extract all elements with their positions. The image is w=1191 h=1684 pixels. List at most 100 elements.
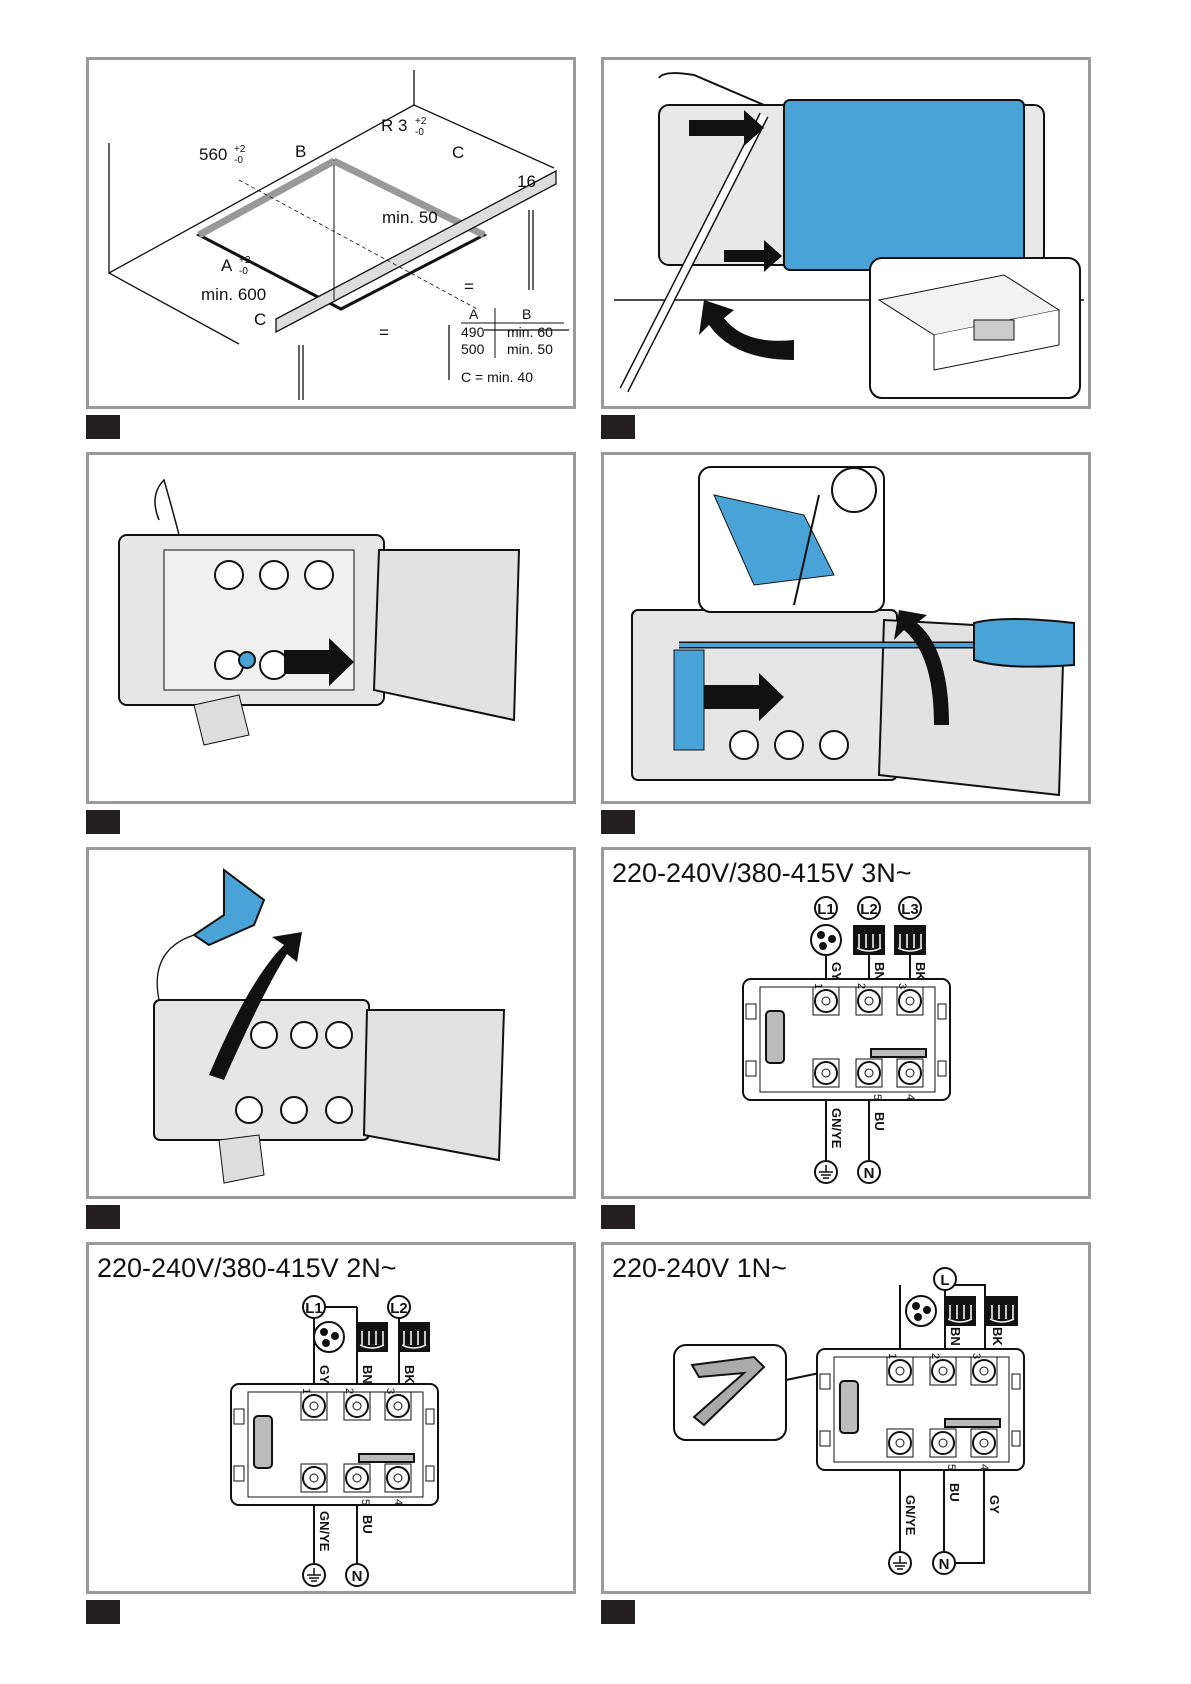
svg-text:+2: +2 — [239, 255, 251, 266]
phase-l3: L3 — [899, 897, 921, 919]
terminal-box-screw-figure — [86, 452, 576, 804]
svg-text:L3: L3 — [901, 901, 919, 918]
svg-text:L2: L2 — [390, 1300, 408, 1317]
phase-l2: L2 — [388, 1296, 410, 1318]
svg-text:1: 1 — [886, 1353, 898, 1359]
svg-text:BU: BU — [360, 1515, 375, 1534]
terminal-door — [374, 550, 519, 720]
blue-cover — [784, 100, 1024, 270]
heating-coil-icon — [986, 1296, 1018, 1326]
screw-icon — [239, 652, 255, 668]
phase-l: L — [934, 1268, 956, 1290]
terminal-block — [743, 979, 950, 1100]
figure-number-box — [601, 810, 635, 834]
svg-text:N: N — [939, 1556, 950, 1573]
screwdriver-release-figure — [601, 452, 1091, 804]
svg-text:L2: L2 — [860, 901, 878, 918]
svg-text:GY: GY — [317, 1365, 332, 1384]
svg-text:B: B — [295, 142, 306, 161]
svg-text:16: 16 — [517, 172, 536, 191]
svg-text:4: 4 — [392, 1499, 404, 1505]
svg-text:-0: -0 — [234, 155, 243, 166]
svg-text:min. 50: min. 50 — [507, 341, 553, 357]
cutout-dimensions-figure: 560 +2 -0 B R 3 +2 -0 C 16 min. 50 A +2 … — [86, 57, 576, 409]
fan-icon — [906, 1296, 936, 1326]
figure-number-box — [86, 1600, 120, 1624]
fan-icon — [314, 1322, 344, 1352]
fan-icon — [811, 925, 841, 955]
figure-number-box — [601, 1600, 635, 1624]
terminal-block — [817, 1349, 1024, 1470]
figure-number-box — [86, 1205, 120, 1229]
svg-text:N: N — [352, 1568, 363, 1585]
dimension-labels: 560 +2 -0 B R 3 +2 -0 C 16 min. 50 A +2 … — [199, 116, 536, 342]
svg-text:BN: BN — [872, 962, 887, 981]
wiring-3n-figure: 220-240V/380-415V 3N~ L1 L2 L3 GY BN BK … — [601, 847, 1091, 1199]
svg-text:GN/YE: GN/YE — [317, 1511, 332, 1552]
svg-text:GN/YE: GN/YE — [903, 1495, 918, 1536]
heating-coil-icon — [356, 1322, 388, 1352]
svg-text:3: 3 — [896, 983, 908, 989]
svg-text:BU: BU — [872, 1112, 887, 1131]
svg-text:min. 600: min. 600 — [201, 285, 266, 304]
svg-text:2: 2 — [855, 983, 867, 989]
svg-text:L1: L1 — [305, 1300, 323, 1317]
wiring-title: 220-240V/380-415V 2N~ — [97, 1253, 396, 1283]
svg-text:BK: BK — [990, 1327, 1005, 1346]
svg-text:4: 4 — [904, 1094, 916, 1100]
svg-text:=: = — [464, 277, 474, 296]
heating-coil-icon — [398, 1322, 430, 1352]
svg-text:-0: -0 — [415, 127, 424, 138]
svg-text:3: 3 — [384, 1388, 396, 1394]
heating-coil-icon — [944, 1296, 976, 1326]
phase-l1: L1 — [815, 897, 837, 919]
svg-text:BN: BN — [948, 1327, 963, 1346]
earth-icon — [815, 1161, 837, 1183]
earth-icon — [889, 1552, 911, 1574]
svg-text:C = min. 40: C = min. 40 — [461, 369, 533, 385]
remove-clip-figure — [86, 847, 576, 1199]
svg-text:5: 5 — [945, 1464, 957, 1470]
svg-text:5: 5 — [871, 1094, 883, 1100]
wiring-title: 220-240V/380-415V 3N~ — [612, 858, 911, 888]
wiring-1n-figure: 220-240V 1N~ L BN BK GY 1 2 3 4 5 GN/YE … — [601, 1242, 1091, 1594]
figure-number-box — [86, 810, 120, 834]
svg-text:-0: -0 — [239, 266, 248, 277]
svg-text:B: B — [522, 306, 531, 322]
svg-text:1: 1 — [300, 1388, 312, 1394]
figure-number-box — [86, 415, 120, 439]
svg-text:+2: +2 — [415, 116, 427, 127]
svg-text:3: 3 — [970, 1353, 982, 1359]
heating-coil-icon — [853, 925, 885, 955]
svg-text:L1: L1 — [817, 901, 835, 918]
svg-text:min. 60: min. 60 — [507, 324, 553, 340]
svg-text:+2: +2 — [234, 144, 246, 155]
svg-text:C: C — [254, 310, 266, 329]
phase-l1: L1 — [303, 1296, 325, 1318]
heating-coil-icon — [894, 925, 926, 955]
svg-text:GY: GY — [987, 1495, 1002, 1514]
earth-icon — [303, 1564, 325, 1586]
bridge-clip-inset — [674, 1345, 786, 1440]
svg-text:min. 50: min. 50 — [382, 208, 438, 227]
neutral-terminal: N — [346, 1564, 368, 1586]
svg-text:5: 5 — [359, 1499, 371, 1505]
svg-text:L: L — [940, 1272, 949, 1289]
figure-number-box — [601, 415, 635, 439]
svg-text:R 3: R 3 — [381, 116, 407, 135]
neutral-terminal: N — [858, 1161, 880, 1183]
svg-text:GN/YE: GN/YE — [829, 1108, 844, 1149]
svg-text:BU: BU — [947, 1483, 962, 1502]
svg-text:4: 4 — [978, 1464, 990, 1470]
screwdriver-handle — [974, 619, 1074, 667]
svg-text:N: N — [864, 1165, 875, 1182]
neutral-terminal: N — [933, 1552, 955, 1574]
cutout-table: A B 490 min. 60 500 min. 50 C = min. 40 — [461, 306, 564, 385]
figure-number-box — [601, 1205, 635, 1229]
svg-text:2: 2 — [929, 1353, 941, 1359]
svg-text:1: 1 — [812, 983, 824, 989]
svg-text:A: A — [469, 306, 479, 322]
svg-text:BN: BN — [360, 1365, 375, 1384]
svg-text:2: 2 — [343, 1388, 355, 1394]
